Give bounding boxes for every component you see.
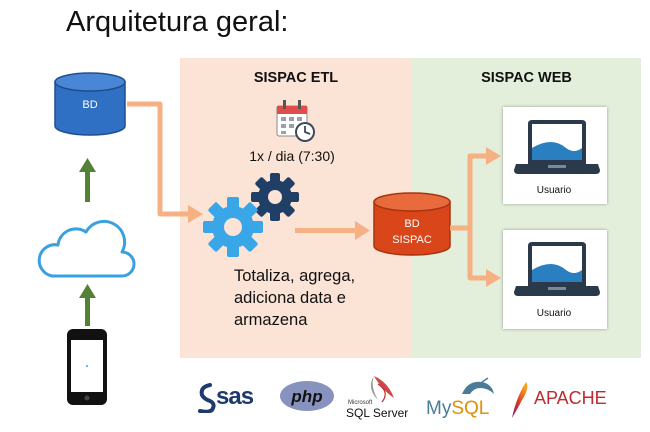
mysql-logo-text-my: My xyxy=(426,398,452,419)
arrow-sispac-to-users xyxy=(450,153,488,281)
etl-panel-title: SISPAC ETL xyxy=(253,70,339,86)
sas-logo-text: sas xyxy=(216,383,254,410)
sql-server-microsoft-text: Microsoft xyxy=(348,400,373,406)
sispac-database-label-line1: BD xyxy=(404,218,420,230)
arrow-head-user-2 xyxy=(486,269,501,287)
laptop-icon-1 xyxy=(514,120,600,174)
etl-schedule-text: 1x / dia (7:30) xyxy=(249,148,335,164)
calendar-clock-icon xyxy=(276,100,315,142)
arrow-etl-to-sispac xyxy=(295,221,370,240)
arrow-cloud-to-db xyxy=(79,158,96,202)
apache-logo: APACHE xyxy=(508,378,620,420)
user-label-1: Usuario xyxy=(536,185,572,196)
arrow-phone-to-cloud xyxy=(79,284,96,326)
source-database-label: BD xyxy=(82,99,98,111)
sql-server-emblem-icon: Microsoft xyxy=(348,376,394,406)
page-title: Arquitetura geral: xyxy=(66,6,289,38)
gear-light-icon xyxy=(203,197,263,257)
web-panel-title: SISPAC WEB xyxy=(481,70,572,86)
etl-process-line: adiciona data e xyxy=(234,289,346,307)
apache-logo-text: APACHE xyxy=(534,388,607,408)
etl-process-line: armazena xyxy=(234,311,308,329)
apache-feather-icon xyxy=(512,382,528,418)
sql-server-logo-text: SQL Server xyxy=(346,406,409,420)
arrow-head-db-to-etl xyxy=(188,205,203,223)
php-logo: php xyxy=(279,379,335,413)
laptop-icon-2 xyxy=(514,242,600,296)
arrow-head-user-1 xyxy=(486,147,501,165)
sas-logo: sas xyxy=(196,377,268,417)
sql-server-logo: Microsoft SQL Server xyxy=(344,372,408,422)
php-logo-text: php xyxy=(290,387,322,406)
user-label-2: Usuario xyxy=(536,308,572,319)
etl-process-description: Totaliza, agrega, adiciona data e armaze… xyxy=(234,265,409,331)
sispac-database-icon xyxy=(373,192,451,256)
source-database-icon xyxy=(54,72,126,136)
cloud-icon xyxy=(37,219,136,278)
mysql-logo-text-wrapper: MySQL xyxy=(426,398,489,420)
mysql-dolphin-icon xyxy=(462,377,494,394)
etl-process-line: Totaliza, agrega, xyxy=(234,267,356,285)
gear-dark-icon xyxy=(251,173,299,221)
arrow-db-to-etl xyxy=(127,101,190,217)
sispac-database-label-line2: SISPAC xyxy=(392,234,432,246)
smartphone-icon xyxy=(67,329,107,405)
mysql-logo-text-sql: SQL xyxy=(451,398,490,419)
mysql-logo: MySQL xyxy=(422,376,500,420)
sas-swirl-icon xyxy=(198,383,216,413)
